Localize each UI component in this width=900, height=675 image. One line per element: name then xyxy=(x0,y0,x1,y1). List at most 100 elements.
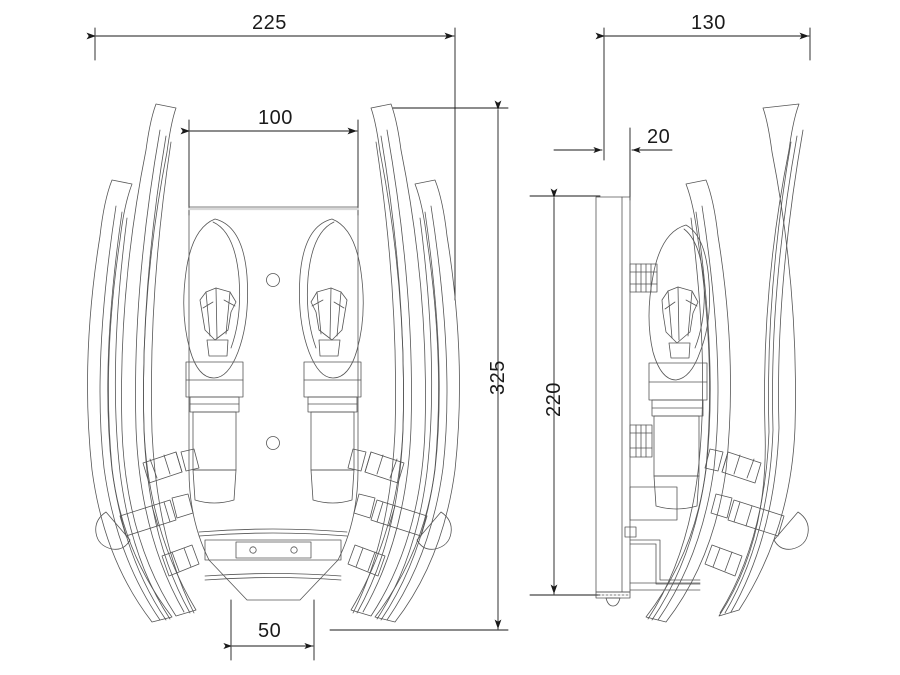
front-bracket-wire-lower2 xyxy=(204,577,342,581)
side-socket-body xyxy=(653,415,700,477)
bulb-left-fil-base xyxy=(206,339,229,357)
front-backplate xyxy=(188,206,359,601)
rod-left-clip-mid xyxy=(95,493,194,550)
rod-left-finial xyxy=(95,511,131,550)
side-rod-outer-l3 xyxy=(719,141,792,614)
side-mount-upper xyxy=(629,263,658,293)
side-bulb-filament-cage xyxy=(661,286,699,344)
rod-left-outer-line1 xyxy=(135,129,185,613)
side-rod-inner-l1 xyxy=(657,205,719,621)
side-socket-taper xyxy=(653,475,700,510)
front-mount-bracket xyxy=(204,539,342,561)
rod-right-clip-lower xyxy=(347,544,386,577)
bulb-right-glass-inner xyxy=(306,221,335,349)
front-screw-hole-lower xyxy=(266,436,280,450)
dim-label-225: 225 xyxy=(252,12,287,34)
rod-right-outer xyxy=(350,103,426,617)
rod-right-outer-line2 xyxy=(356,135,404,614)
dim-label-50: 50 xyxy=(258,620,282,642)
side-rod-clip-mid xyxy=(710,493,809,550)
rod-right-finial xyxy=(416,511,452,550)
dimension-lines-side xyxy=(529,27,811,596)
bulb-right-glass xyxy=(299,218,364,379)
front-bracket-wire-lower xyxy=(204,573,342,577)
bulb-left-socket-collar xyxy=(185,361,244,398)
rod-right-clip-mid xyxy=(353,493,452,550)
side-wire-run xyxy=(629,539,701,581)
side-rod-inner-l2 xyxy=(651,211,711,621)
rod-right-inner-line3 xyxy=(376,217,433,620)
bulb-left-fil-b xyxy=(215,287,218,339)
side-bulb xyxy=(648,224,710,510)
side-rod-clip-lower xyxy=(704,544,743,577)
side-rod-outer xyxy=(718,103,800,617)
side-fil-e xyxy=(685,299,698,307)
side-wire-clip xyxy=(624,526,637,538)
rod-right-outer-line1 xyxy=(362,129,412,613)
bulb-left-socket-body xyxy=(192,411,237,471)
bulb-right-socket-ring xyxy=(307,396,358,413)
bulb-right-fil-b xyxy=(329,287,332,339)
rod-left-clip-lower xyxy=(161,544,200,577)
side-wire-run2 xyxy=(629,543,701,585)
side-backplate-foot xyxy=(595,591,631,599)
bulb-left-filament-cage xyxy=(199,287,237,341)
front-bracket-wire-upper xyxy=(198,528,348,533)
side-socket-collar xyxy=(648,362,708,401)
side-view-geometry xyxy=(595,103,809,623)
bulb-right-socket-collar xyxy=(303,361,362,398)
bulb-right-fil-e xyxy=(311,299,324,307)
side-socket-ring xyxy=(651,399,704,417)
rod-left-inner-line2 xyxy=(107,211,167,621)
front-bulb-left xyxy=(183,218,248,504)
bulb-left-fil-e xyxy=(223,299,236,307)
front-screw-hole-upper xyxy=(266,273,280,287)
bulb-right-fil-d xyxy=(333,301,345,309)
bulb-left-glass-inner xyxy=(212,221,241,349)
side-rod-outer-l1 xyxy=(730,129,804,613)
bulb-right-fil-base xyxy=(318,339,341,357)
rod-left-inner-line3 xyxy=(114,217,171,620)
dimension-lines-front xyxy=(86,27,509,661)
bulb-left-socket-ring xyxy=(189,396,240,413)
side-glass-rods xyxy=(645,103,809,623)
bulb-left-fil-d xyxy=(202,301,214,309)
rod-left-inner-line1 xyxy=(99,205,161,621)
front-bracket-wire-upper2 xyxy=(198,532,348,537)
dim-label-220: 220 xyxy=(543,382,565,417)
front-bulb-right xyxy=(299,218,364,504)
side-foot-pad xyxy=(605,597,621,607)
side-rod-outer-l2 xyxy=(724,135,798,614)
side-fil-base xyxy=(668,342,691,359)
bulb-right-socket-body xyxy=(310,411,355,471)
bulb-right-fil-c xyxy=(316,291,322,335)
side-fil-d xyxy=(664,301,676,310)
side-rod-clip-upper xyxy=(704,448,762,484)
front-bracket-hole-left xyxy=(249,546,257,554)
rod-left-clip-upper xyxy=(142,448,200,484)
bulb-left-socket-taper xyxy=(192,469,237,504)
rod-right-inner-line2 xyxy=(380,211,440,621)
bulb-left-fil-c xyxy=(225,291,231,335)
side-bulb-glass xyxy=(648,224,710,381)
dim-label-20: 20 xyxy=(647,126,671,148)
side-fil-a xyxy=(667,290,673,339)
rod-left-outer-line2 xyxy=(143,135,191,614)
bulb-right-filament-cage xyxy=(310,287,348,341)
side-rod-finial xyxy=(773,511,809,550)
side-fil-b xyxy=(677,286,680,341)
dim-label-325: 325 xyxy=(487,360,509,395)
rod-left-inner xyxy=(87,179,173,623)
rod-left-outer-line3 xyxy=(151,141,195,614)
rod-right-clip-upper xyxy=(347,448,405,484)
front-glass-rods-left xyxy=(87,103,200,623)
rod-right-outer-line3 xyxy=(352,141,396,614)
bulb-right-fil-a xyxy=(336,291,342,337)
bulb-right-socket-taper xyxy=(310,469,355,504)
side-fil-c xyxy=(687,290,693,337)
bulb-left-glass xyxy=(183,218,248,379)
front-bracket-hole-right xyxy=(290,546,298,554)
rod-right-inner-line1 xyxy=(386,205,448,621)
